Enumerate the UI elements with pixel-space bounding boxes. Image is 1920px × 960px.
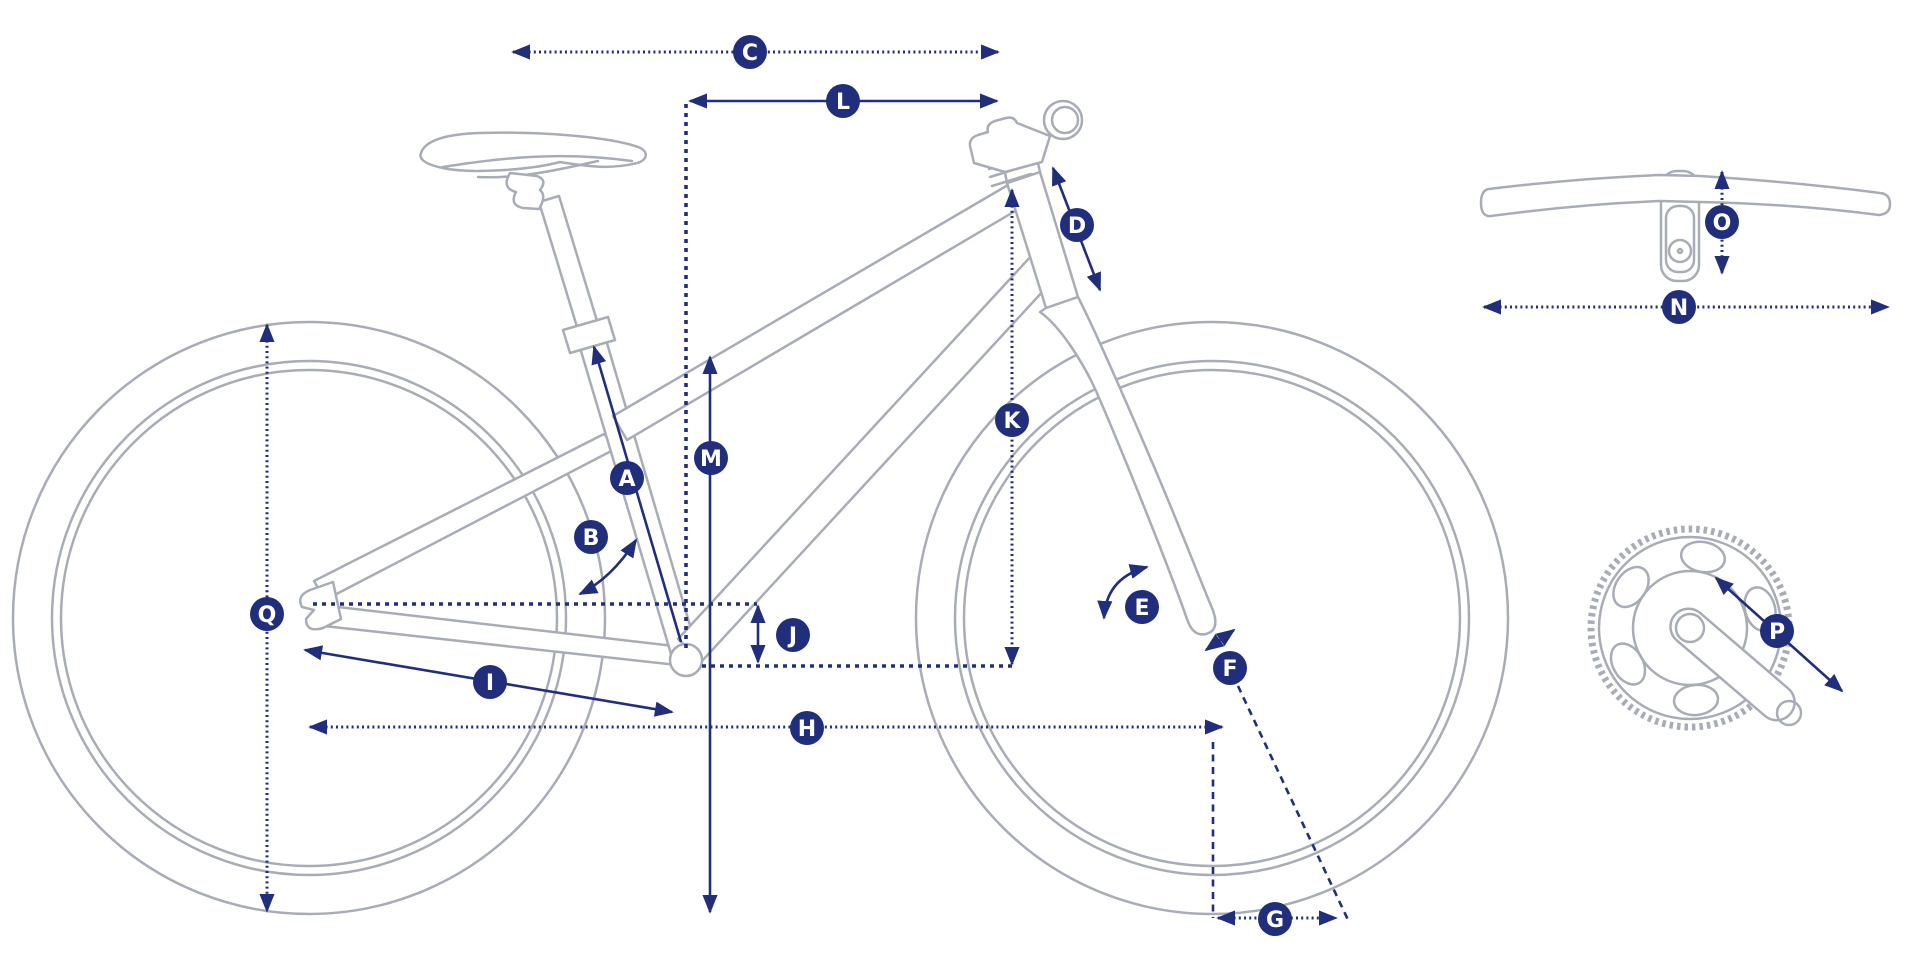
svg-text:I: I: [486, 671, 494, 696]
saddle-clamp: [505, 171, 545, 211]
handlebar: [1479, 173, 1892, 218]
svg-text:D: D: [1068, 214, 1086, 239]
arrow-f: [1204, 628, 1236, 652]
svg-text:N: N: [1670, 296, 1688, 321]
stem-assembly: [968, 99, 1084, 188]
rear-dropout: [299, 580, 343, 631]
svg-text:C: C: [742, 41, 758, 66]
svg-text:G: G: [1266, 908, 1284, 933]
svg-text:E: E: [1134, 596, 1149, 621]
down-tube: [676, 252, 1059, 663]
svg-text:M: M: [700, 447, 722, 472]
top-tube: [611, 183, 1024, 442]
measurement-label-i: I: [473, 665, 507, 699]
svg-text:K: K: [1003, 409, 1021, 434]
svg-text:B: B: [583, 526, 600, 551]
svg-text:Q: Q: [258, 603, 277, 628]
measurement-label-n: N: [1662, 290, 1696, 324]
bottom-bracket: [668, 642, 704, 678]
fork: [1038, 295, 1217, 636]
steering-axis-ref: [1236, 685, 1351, 923]
measurement-label-c: C: [733, 35, 767, 69]
svg-text:A: A: [618, 467, 635, 492]
pedal-hole: [1775, 699, 1803, 727]
arrow-a: [591, 345, 683, 643]
measurement-label-f: F: [1213, 651, 1247, 685]
svg-text:H: H: [798, 717, 816, 742]
arrow-b-arc: [578, 538, 638, 596]
svg-text:J: J: [787, 624, 797, 649]
measurement-label-j: J: [776, 618, 810, 652]
measurement-label-e: E: [1125, 590, 1159, 624]
measurement-label-d: D: [1060, 208, 1094, 242]
seat-stay: [312, 432, 619, 602]
measurement-label-p: P: [1760, 614, 1794, 648]
handlebar-top-view: [1479, 169, 1892, 283]
measurement-label-o: O: [1705, 205, 1739, 239]
stem: [968, 116, 1052, 174]
measurement-label-q: Q: [250, 597, 284, 631]
measurement-label-b: B: [574, 520, 608, 554]
svg-text:L: L: [836, 90, 850, 115]
svg-text:F: F: [1222, 657, 1237, 682]
seat-post: [537, 194, 603, 342]
front-wheel: [914, 320, 1510, 916]
measurement-label-m: M: [694, 441, 728, 475]
crank-axle: [1674, 612, 1706, 644]
arrow-e-arc: [1097, 564, 1149, 620]
chain-stay: [319, 603, 679, 667]
saddle: [419, 131, 647, 211]
measurement-label-g: G: [1258, 902, 1292, 936]
svg-text:P: P: [1769, 620, 1785, 645]
seat-clamp: [561, 315, 617, 355]
svg-text:O: O: [1713, 211, 1732, 236]
measurement-label-h: H: [790, 711, 824, 745]
measurement-label-l: L: [826, 84, 860, 118]
measurement-label-a: A: [610, 461, 644, 495]
measurement-label-k: K: [995, 403, 1029, 437]
rear-wheel: [11, 320, 607, 916]
reference-lines: [313, 104, 1351, 923]
frame: [299, 170, 1080, 678]
